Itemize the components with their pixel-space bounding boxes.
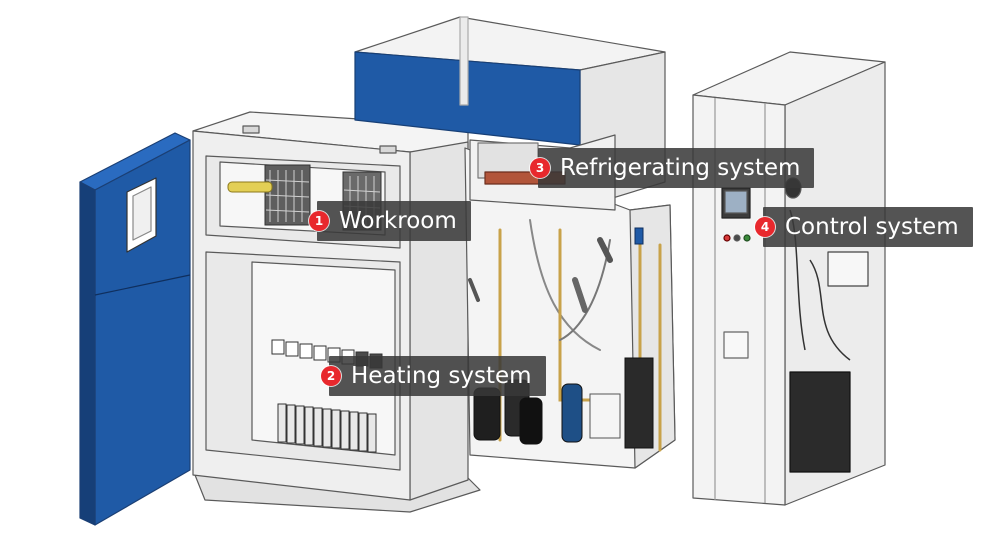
callout-number-2: 2 [321,366,341,386]
main-cabinet [192,111,481,513]
callout-control-system: 4 Control system [755,207,973,247]
refrigerating-system-label: Refrigerating system [538,148,815,188]
callout-heating-system: 2 Heating system [321,356,546,396]
compressors [473,227,654,449]
workroom-label: Workroom [317,201,471,241]
control-system-label: Control system [763,207,973,247]
callout-workroom: 1 Workroom [309,201,471,241]
heating-system-label: Heating system [329,356,546,396]
front-door [79,132,191,526]
control-cabinet [692,51,886,506]
callout-number-3: 3 [530,158,550,178]
callout-refrigerating-system: 3 Refrigerating system [530,148,815,188]
callout-number-4: 4 [755,217,775,237]
callout-number-1: 1 [309,211,329,231]
